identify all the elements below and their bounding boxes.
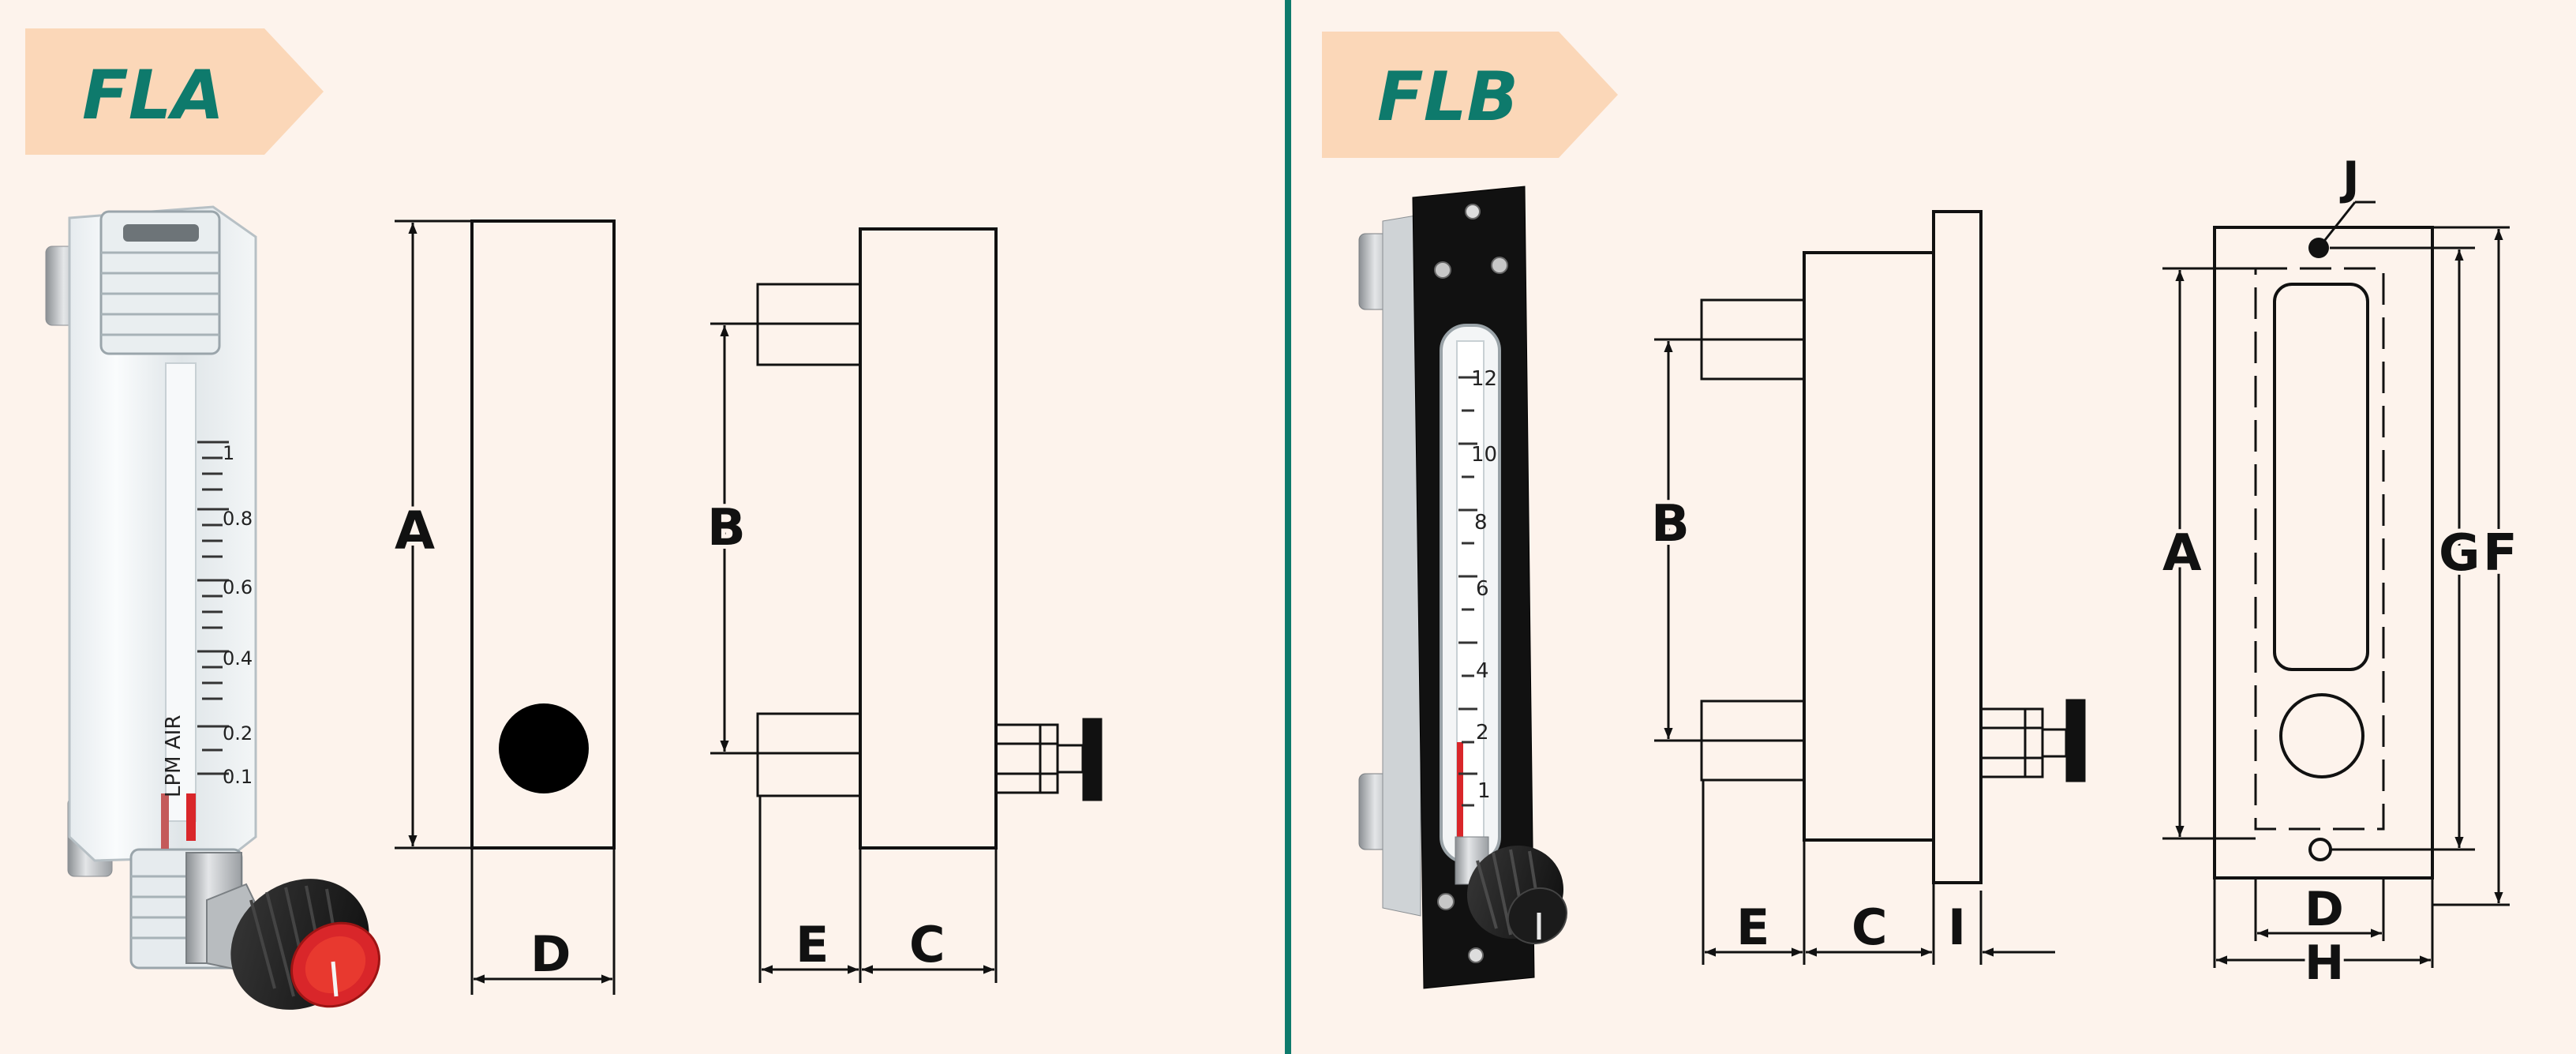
flb-dim-g-label: G	[2439, 524, 2481, 583]
flb-front-plate	[2213, 226, 2434, 880]
fla-tag-label: FLA	[82, 56, 224, 135]
fla-side-view	[710, 227, 1103, 983]
fla-scale: 1 0.8 0.6 0.4 0.2 0.1 LPM AIR	[162, 441, 253, 797]
fla-front-view	[395, 219, 616, 995]
flb-scale-label-6: 6	[1476, 577, 1489, 601]
flb-screw-bottom	[1468, 947, 1484, 963]
fla-float	[186, 793, 196, 841]
flb-front-port	[2279, 693, 2364, 778]
flb-dim-e-label: E	[1736, 898, 1769, 956]
flb-scale-label-10: 10	[1471, 443, 1497, 467]
fla-side-port-bottom	[756, 712, 862, 797]
panel-flb: FLB 12 10 8 6 4 2 1	[1322, 32, 2522, 995]
fla-dim-e-label: E	[796, 916, 829, 973]
flb-scale-label-12: 12	[1471, 367, 1497, 391]
flb-tag-label: FLB	[1377, 58, 1518, 137]
flb-dim-j-leader	[2317, 201, 2357, 249]
fla-valve-knob	[230, 879, 380, 1010]
flb-side-knob	[2065, 699, 2086, 782]
flb-front-view	[2162, 201, 2510, 968]
flb-scale-label-1: 1	[1477, 779, 1491, 803]
fla-dim-d-label: D	[530, 925, 571, 983]
flb-dim-d-label: D	[2305, 882, 2344, 937]
fla-top-opening	[123, 224, 199, 242]
flb-front-body-dashed	[2254, 267, 2385, 831]
fla-scale-label-0-4: 0.4	[223, 647, 253, 670]
fla-thread-lines	[101, 251, 219, 336]
flb-dim-h-label: H	[2305, 936, 2344, 991]
fla-side-knob-stem	[1056, 744, 1084, 774]
fla-scale-ticks	[197, 441, 229, 775]
fla-scale-label-1: 1	[223, 442, 234, 464]
flb-tag-badge	[1322, 32, 1618, 158]
flb-scale-label-4: 4	[1476, 659, 1489, 683]
flb-scale: 12 10 8 6 4 2 1	[1458, 367, 1497, 807]
flb-scale-ticks	[1458, 376, 1477, 807]
flb-back-body	[1382, 214, 1421, 917]
flb-side-plate	[1932, 210, 1983, 884]
flb-front-window	[2273, 283, 2369, 671]
flb-side-view	[1654, 210, 2086, 965]
fla-side-knob	[1082, 718, 1103, 801]
flb-dim-b-label: B	[1651, 495, 1690, 553]
fla-acrylic-body	[68, 205, 257, 862]
fla-scale-label-0-2: 0.2	[223, 722, 253, 745]
fla-product-image: 1 0.8 0.6 0.4 0.2 0.1 LPM AIR	[45, 205, 380, 1010]
flb-screw-top	[1465, 204, 1481, 219]
flb-float	[1457, 742, 1463, 837]
fla-flow-tube	[165, 362, 197, 822]
fla-tag-badge	[25, 28, 324, 155]
panel-fla: FLA 1 0.8 0.6 0.4 0.2 0.1 LPM AIR	[25, 28, 1103, 1010]
fla-side-body	[859, 227, 998, 850]
fla-dim-a-label: A	[395, 501, 435, 561]
flb-front-hole-bottom	[2308, 838, 2332, 861]
fla-scale-unit: LPM AIR	[162, 715, 185, 797]
flb-dim-a-label: A	[2162, 524, 2202, 583]
fla-front-body	[470, 219, 616, 850]
flb-dim-f-label: F	[2483, 524, 2518, 583]
flb-product-image: 12 10 8 6 4 2 1	[1358, 186, 1568, 989]
flb-scale-label-8: 8	[1474, 511, 1488, 535]
fla-dim-b-label: B	[707, 499, 746, 557]
flb-screw-bottom-left	[1437, 893, 1455, 910]
fla-float-stem	[161, 793, 169, 849]
flb-dim-i-label: I	[1948, 898, 1966, 956]
fla-scale-label-0-6: 0.6	[223, 576, 253, 598]
flb-screw-right	[1491, 257, 1508, 274]
fla-front-port	[499, 703, 589, 793]
panel-divider	[1285, 0, 1291, 1054]
fla-dim-c-label: C	[909, 916, 945, 973]
flb-screw-left	[1434, 261, 1451, 279]
fla-scale-label-0-1: 0.1	[223, 766, 253, 788]
flb-valve-knob	[1466, 845, 1568, 945]
fla-scale-label-0-8: 0.8	[223, 508, 253, 530]
fla-top-thread	[99, 210, 221, 355]
flb-dim-c-label: C	[1852, 898, 1888, 956]
flb-dim-j-label: J	[2339, 152, 2360, 205]
flb-scale-label-2: 2	[1476, 721, 1489, 745]
